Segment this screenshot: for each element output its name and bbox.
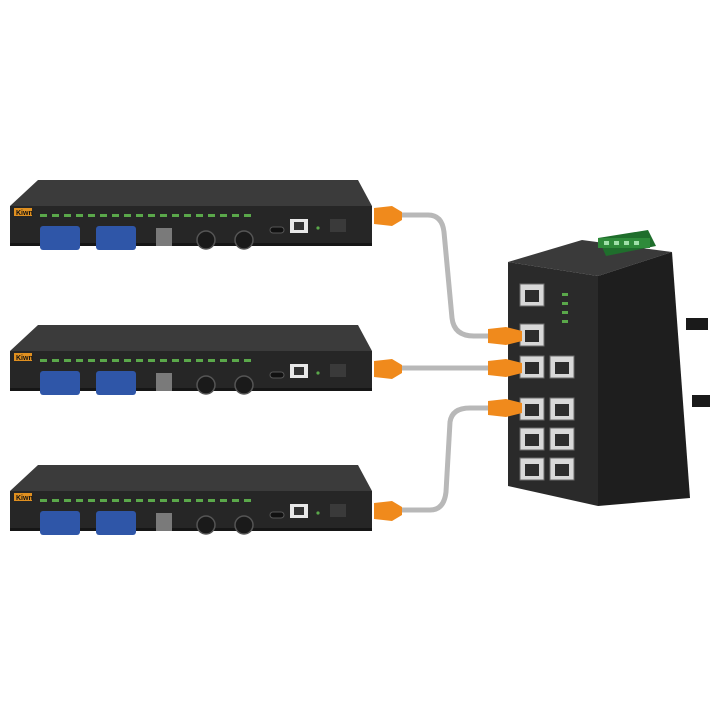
db9-connector — [96, 511, 136, 535]
db9-connector — [40, 511, 80, 535]
db9-connector — [40, 371, 80, 395]
cable-connectors-switch — [488, 327, 522, 417]
brand-label: Kiwn — [16, 495, 33, 502]
brand-label: Kiwn — [16, 210, 33, 217]
db9-connector — [96, 371, 136, 395]
cable-1 — [395, 212, 493, 339]
rack-unit-3: Kiwn — [10, 465, 372, 535]
rack-unit-1: Kiwn — [10, 180, 372, 250]
db9-connector — [96, 226, 136, 250]
ethernet-cables — [395, 212, 493, 513]
status-leds — [562, 293, 568, 323]
cable-connectors-rack — [374, 206, 402, 521]
industrial-switch — [508, 230, 710, 506]
rack-unit-2: Kiwn — [10, 325, 372, 395]
db9-connector — [40, 226, 80, 250]
cable-3 — [395, 405, 493, 513]
brand-label: Kiwn — [16, 355, 33, 362]
terminal-block — [598, 230, 656, 256]
